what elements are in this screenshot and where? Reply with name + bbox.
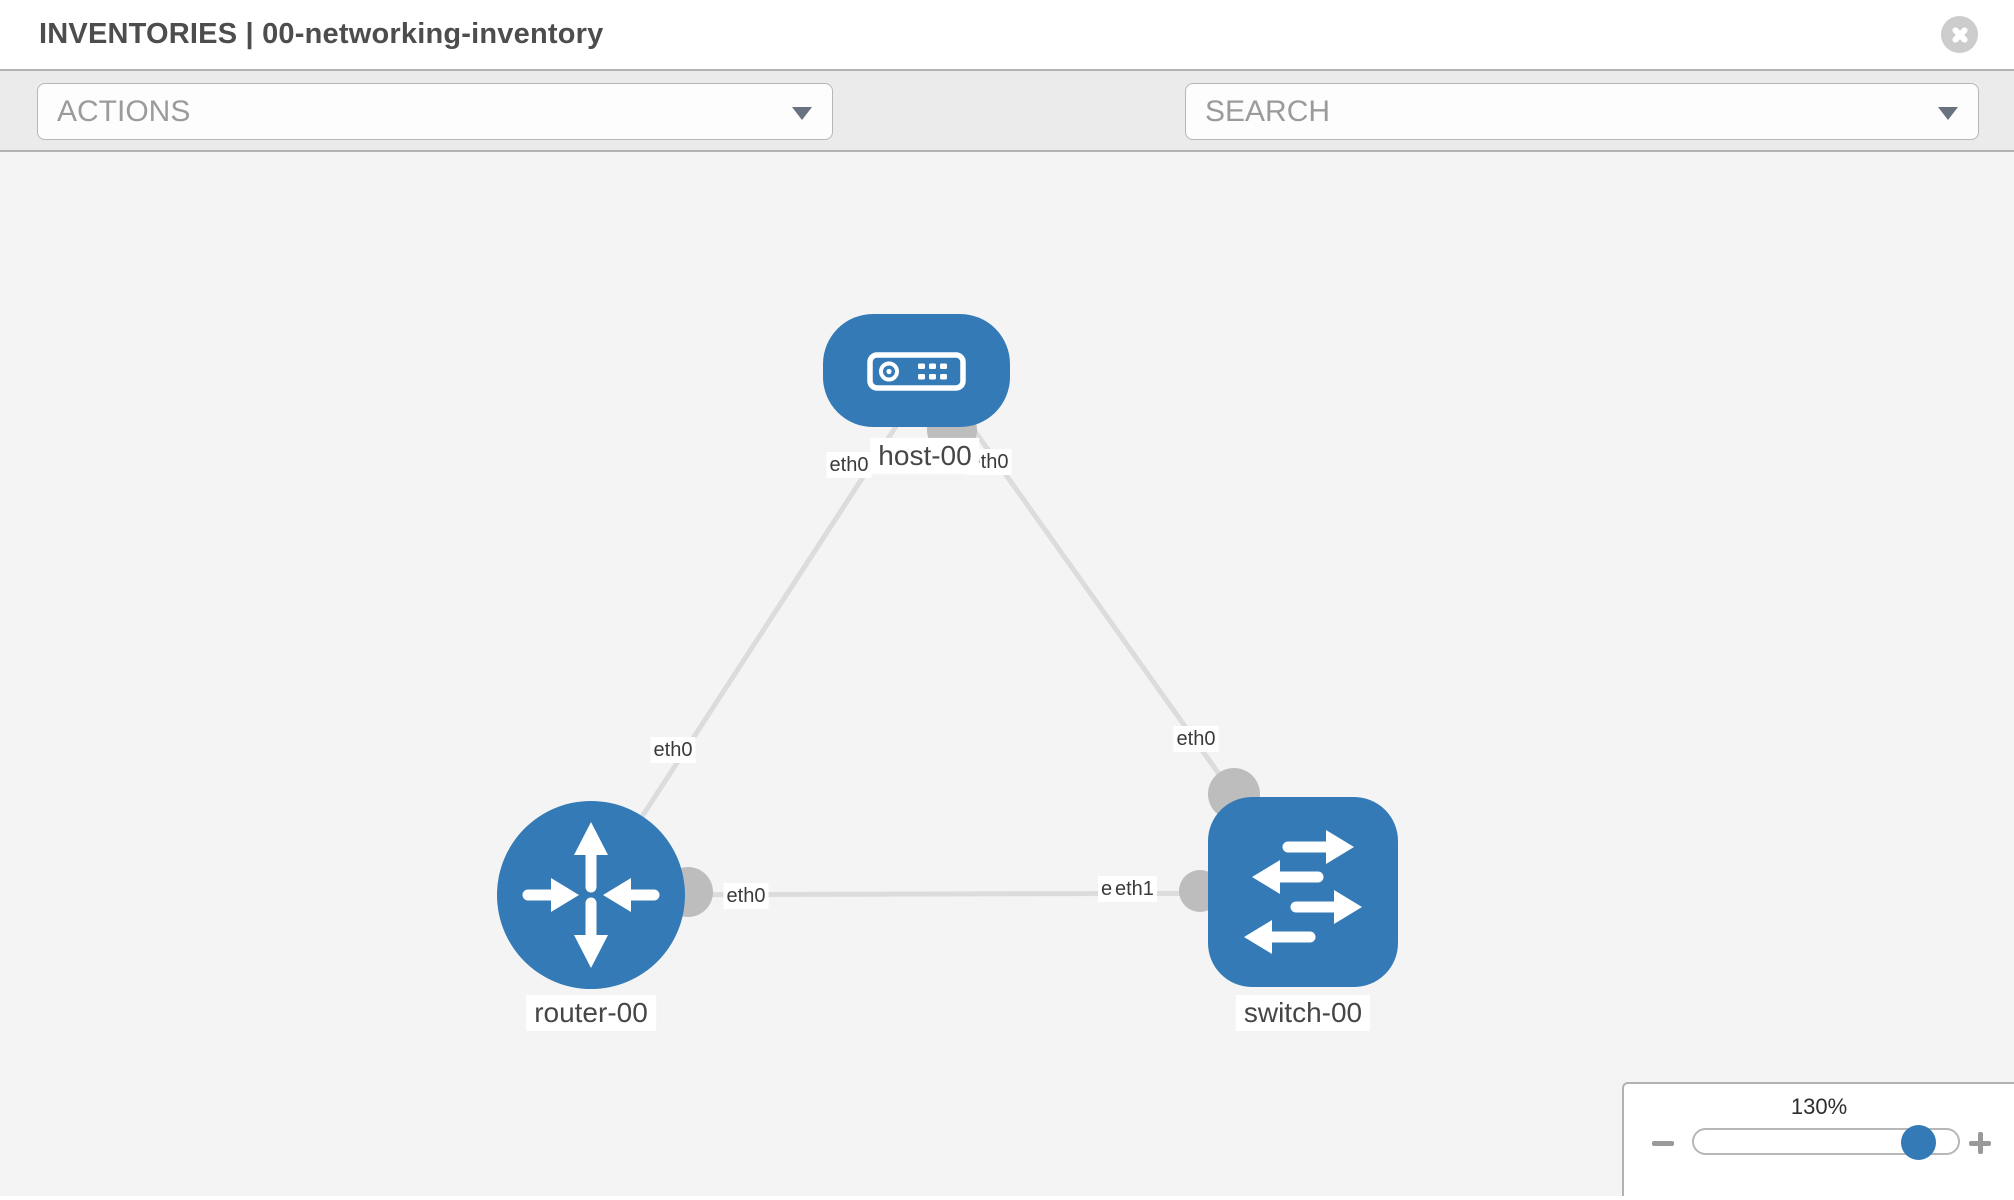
toolbar: ACTIONS SEARCH bbox=[0, 71, 2014, 208]
zoom-out-button[interactable] bbox=[1650, 1130, 1676, 1156]
interface-label: eth0 bbox=[650, 737, 696, 763]
interface-label: eth0 bbox=[723, 883, 769, 909]
router-icon bbox=[522, 822, 660, 968]
chevron-down-icon bbox=[792, 106, 812, 120]
actions-dropdown-label: ACTIONS bbox=[57, 94, 191, 128]
zoom-panel: 130% bbox=[1622, 1082, 2014, 1196]
header: INVENTORIES | 00-networking-inventory bbox=[0, 0, 2014, 71]
connector-dots bbox=[663, 405, 1260, 917]
zoom-value: 130% bbox=[1790, 1094, 1848, 1119]
node-label-router: router-00 bbox=[526, 994, 656, 1032]
interface-label: eth0 bbox=[826, 452, 872, 478]
search-dropdown[interactable]: SEARCH bbox=[1185, 83, 1979, 140]
chevron-down-icon bbox=[1938, 106, 1958, 120]
actions-dropdown[interactable]: ACTIONS bbox=[37, 83, 833, 140]
node-switch-00[interactable] bbox=[1208, 797, 1398, 987]
topology-canvas[interactable]: eth0 eth0 eth0 eth0 eth0 eth0 eth1 host-… bbox=[0, 152, 2014, 1196]
node-label-host: host-00 bbox=[870, 437, 980, 475]
interface-label: eth1 bbox=[1112, 876, 1157, 902]
plus-icon bbox=[1977, 1132, 1983, 1154]
zoom-slider[interactable] bbox=[1692, 1125, 1960, 1160]
zoom-slider-knob[interactable] bbox=[1901, 1125, 1936, 1160]
node-router-00[interactable] bbox=[497, 801, 685, 989]
interface-label: eth0 bbox=[1173, 726, 1219, 752]
page-title: INVENTORIES | 00-networking-inventory bbox=[39, 18, 604, 50]
switch-icon bbox=[1244, 830, 1362, 954]
minus-icon bbox=[1652, 1141, 1674, 1146]
search-dropdown-label: SEARCH bbox=[1205, 94, 1331, 128]
node-host-00[interactable] bbox=[823, 314, 1010, 427]
host-icon bbox=[867, 352, 966, 391]
node-label-switch: switch-00 bbox=[1235, 994, 1371, 1032]
zoom-in-button[interactable] bbox=[1967, 1130, 1993, 1156]
close-button[interactable] bbox=[1941, 16, 1978, 53]
